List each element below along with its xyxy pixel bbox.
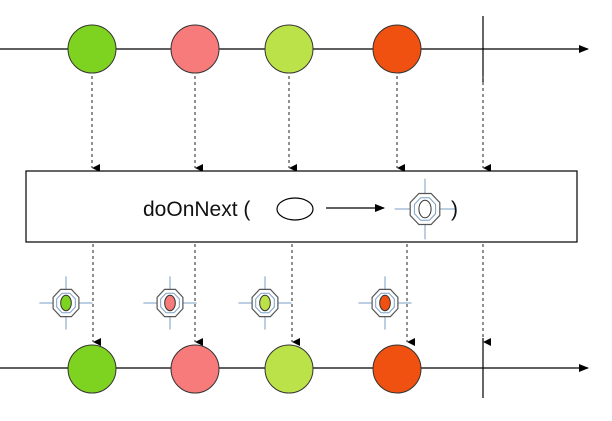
bottom-arrows	[92, 244, 491, 346]
bottom-items	[67, 344, 422, 394]
bottom-item-marble	[170, 344, 220, 394]
gear-target-icon	[238, 276, 292, 330]
ellipse-icon	[276, 197, 314, 221]
operator-label: doOnNext (	[143, 198, 250, 221]
side-effect-icons	[39, 276, 412, 330]
bottom-item-marble	[372, 344, 422, 394]
top-item-marble	[170, 24, 220, 74]
gear-target-icon	[394, 178, 456, 240]
gear-target-icon	[394, 178, 456, 240]
top-item-marble	[67, 24, 117, 74]
gear-target-icon	[39, 276, 93, 330]
operator-close-paren: )	[451, 198, 458, 221]
bottom-item-marble	[264, 344, 314, 394]
gear-target-icon	[143, 276, 197, 330]
top-item-marble	[264, 24, 314, 74]
top-item-marble	[372, 24, 422, 74]
top-arrows	[91, 76, 491, 172]
gear-target-icon	[358, 276, 412, 330]
bottom-item-marble	[67, 344, 117, 394]
top-items	[67, 24, 422, 74]
